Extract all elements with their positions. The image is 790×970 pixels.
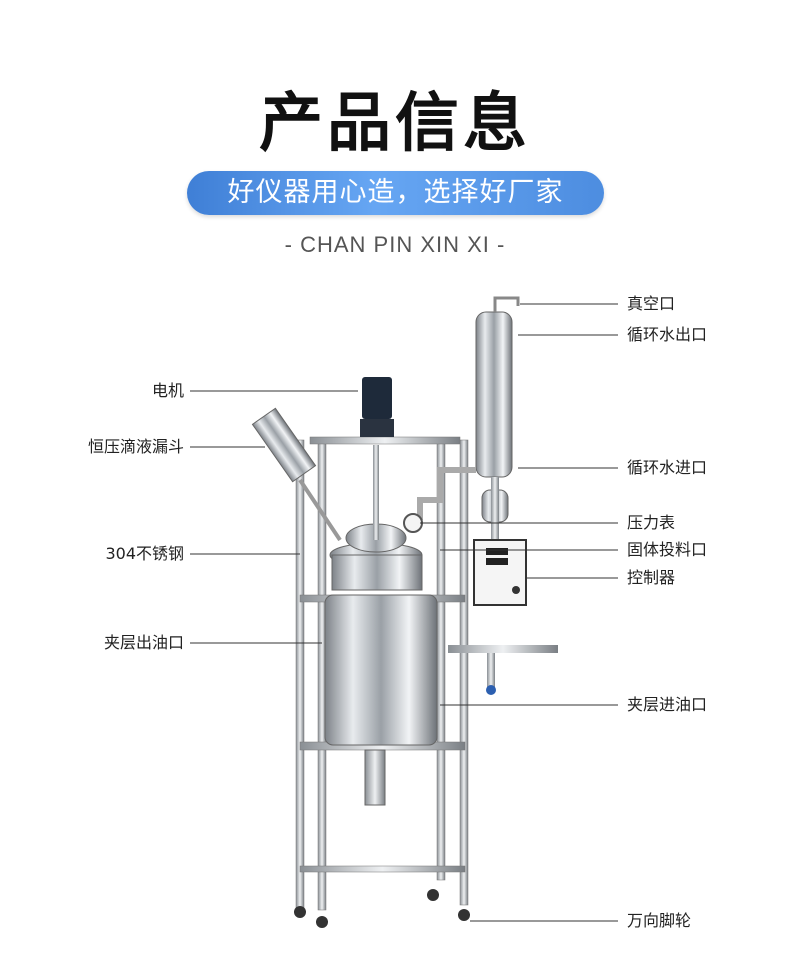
oil-inlet-pipe	[448, 645, 558, 695]
label-solid-feed: 固体投料口	[627, 540, 708, 559]
label-casters: 万向脚轮	[627, 911, 692, 930]
label-water-out: 循环水出口	[627, 325, 708, 344]
label-vacuum: 真空口	[627, 294, 676, 313]
page-title: 产品信息	[259, 87, 531, 161]
label-funnel: 恒压滴液漏斗	[87, 437, 184, 456]
reactor-vessel	[324, 445, 438, 806]
label-controller: 控制器	[627, 568, 676, 587]
casters	[294, 889, 470, 928]
pinyin-subtitle: - CHAN PIN XIN XI -	[284, 232, 506, 257]
leader-lines	[190, 303, 618, 922]
slogan-banner: 好仪器用心造，选择好厂家	[187, 171, 604, 215]
label-motor: 电机	[151, 381, 184, 400]
controller-box	[473, 539, 527, 606]
label-oil-out: 夹层出油口	[103, 633, 184, 652]
label-water-in: 循环水进口	[627, 458, 708, 477]
motor	[360, 377, 394, 437]
pressure-gauge	[403, 513, 423, 533]
dropping-funnel	[251, 407, 342, 542]
label-steel: 304不锈钢	[105, 544, 184, 563]
condenser	[417, 296, 520, 597]
label-gauge: 压力表	[627, 513, 676, 532]
label-oil-in: 夹层进油口	[627, 695, 708, 714]
